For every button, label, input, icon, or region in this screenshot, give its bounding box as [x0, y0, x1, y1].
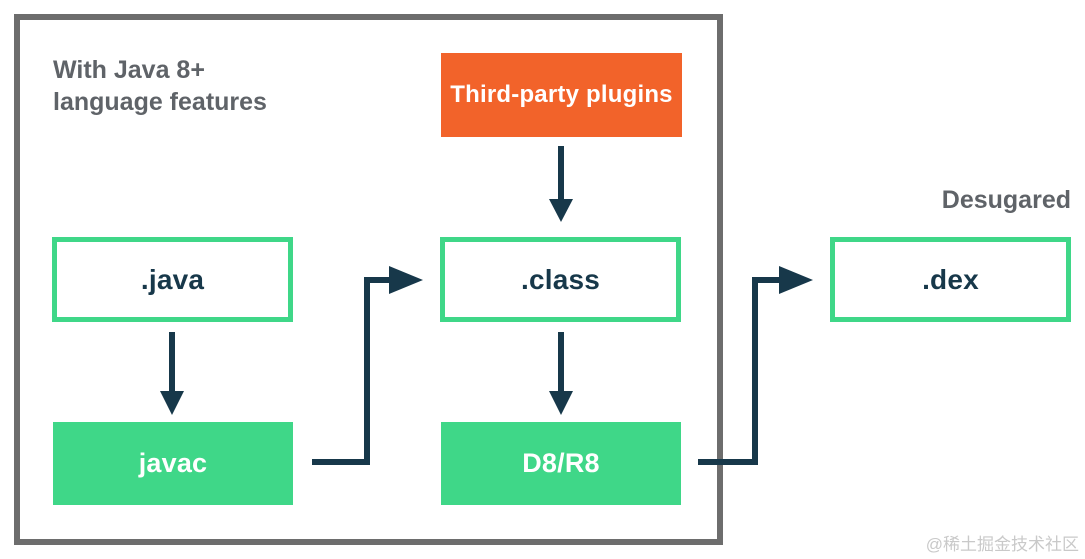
annotation-desugared: Desugared: [941, 186, 1071, 214]
annotation-java8-line2: language features: [53, 88, 267, 116]
node-class-file: .class: [440, 237, 681, 322]
node-third-party-plugins: Third-party plugins: [441, 53, 682, 137]
node-d8r8: D8/R8: [441, 422, 681, 505]
node-dex-file: .dex: [830, 237, 1071, 322]
annotation-java8-features: With Java 8+ language features: [53, 54, 267, 118]
annotation-java8-line1: With Java 8+: [53, 56, 205, 84]
node-java-file: .java: [52, 237, 293, 322]
node-javac: javac: [53, 422, 293, 505]
watermark: @稀土掘金技术社区: [925, 535, 1079, 554]
